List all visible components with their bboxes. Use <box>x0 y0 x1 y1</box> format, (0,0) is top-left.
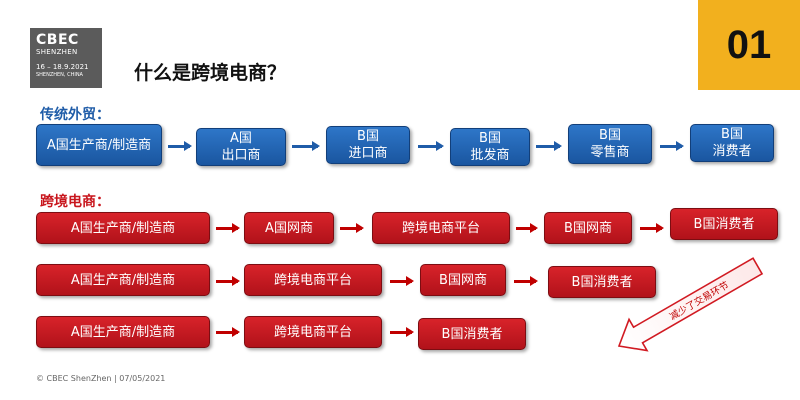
logo-city: SHENZHEN <box>36 48 78 56</box>
arrow-right-icon <box>292 141 320 151</box>
cb-row3-step-3: B国消费者 <box>418 318 526 350</box>
cb-row3-step-2: 跨境电商平台 <box>244 316 382 348</box>
arrow-right-icon <box>216 327 240 337</box>
cb-row1-step-2: A国网商 <box>244 212 334 244</box>
arrow-right-icon <box>390 276 414 286</box>
crossborder-label: 跨境电商： <box>40 194 110 210</box>
cb-row2-step-1: A国生产商/制造商 <box>36 264 210 296</box>
traditional-step-2: A国出口商 <box>196 128 286 166</box>
arrow-right-icon <box>390 327 414 337</box>
traditional-step-5: B国零售商 <box>568 124 652 164</box>
reduce-steps-arrow: 减少了交易环节 <box>617 257 764 352</box>
traditional-step-6: B国消费者 <box>690 124 774 162</box>
logo-dates: 16 – 18.9.2021 <box>36 63 89 71</box>
arrow-right-icon <box>168 141 192 151</box>
cb-row2-step-2: 跨境电商平台 <box>244 264 382 296</box>
traditional-step-4: B国批发商 <box>450 128 530 166</box>
cb-row2-step-3: B国网商 <box>420 264 506 296</box>
page-title: 什么是跨境电商？ <box>134 62 287 84</box>
arrow-right-icon <box>216 276 240 286</box>
logo-location: SHENZHEN, CHINA <box>36 72 83 78</box>
traditional-step-1: A国生产商/制造商 <box>36 124 162 166</box>
annotation-text: 减少了交易环节 <box>667 279 731 323</box>
cb-row1-step-3: 跨境电商平台 <box>372 212 510 244</box>
logo-name: CBEC <box>36 32 79 48</box>
arrow-right-icon <box>516 223 538 233</box>
arrow-right-icon <box>660 141 684 151</box>
cb-row3-step-1: A国生产商/制造商 <box>36 316 210 348</box>
cbec-logo: CBEC SHENZHEN 16 – 18.9.2021 SHENZHEN, C… <box>30 28 102 88</box>
cb-row1-step-5: B国消费者 <box>670 208 778 240</box>
arrow-right-icon <box>536 141 562 151</box>
diagonal-arrow-icon <box>617 257 764 352</box>
arrow-right-icon <box>514 276 538 286</box>
arrow-right-icon <box>640 223 664 233</box>
footer-copyright: © CBEC ShenZhen | 07/05/2021 <box>36 374 166 383</box>
traditional-step-3: B国进口商 <box>326 126 410 164</box>
page-number: 01 <box>698 0 800 90</box>
cb-row1-step-1: A国生产商/制造商 <box>36 212 210 244</box>
cb-row2-step-4: B国消费者 <box>548 266 656 298</box>
arrow-right-icon <box>340 223 364 233</box>
cb-row1-step-4: B国网商 <box>544 212 632 244</box>
arrow-right-icon <box>418 141 444 151</box>
arrow-right-icon <box>216 223 240 233</box>
traditional-trade-label: 传统外贸： <box>40 107 110 123</box>
